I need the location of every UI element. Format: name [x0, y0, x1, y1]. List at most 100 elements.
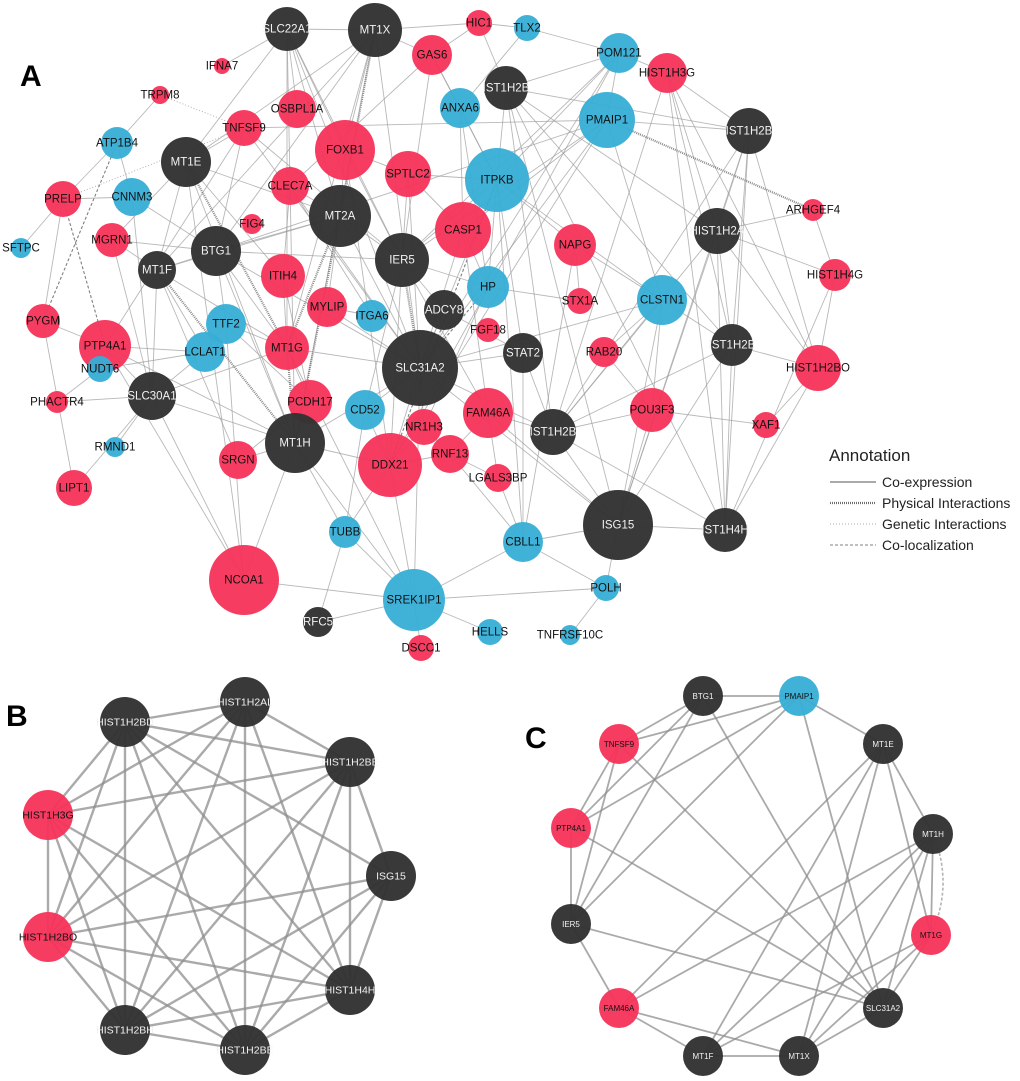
gene-node-hist1h2a[interactable] [694, 208, 740, 254]
gene-node-clstn1[interactable] [637, 275, 687, 325]
gene-node-polh[interactable] [593, 575, 619, 601]
gene-node-adcy8[interactable] [424, 290, 464, 330]
gene-node-gas6[interactable] [412, 35, 452, 75]
gene-node-rfc5[interactable] [303, 607, 333, 637]
gene-node-ncoa1[interactable] [209, 545, 279, 615]
gene-node-ist1h2b[interactable] [484, 66, 528, 110]
gene-node-trpm8[interactable] [151, 86, 169, 104]
gene-node-stat2[interactable] [503, 333, 543, 373]
gene-node-mt2a[interactable] [309, 185, 371, 247]
gene-node-pmaip1[interactable] [579, 92, 635, 148]
gene-node-isg15[interactable] [366, 851, 416, 901]
gene-node-osbpl1a[interactable] [278, 90, 316, 128]
gene-node-btg1[interactable] [683, 676, 723, 716]
gene-node-casp1[interactable] [435, 202, 491, 258]
gene-node-xaf1[interactable] [753, 412, 779, 438]
gene-node-mt1e[interactable] [161, 137, 211, 187]
gene-node-pou3f3[interactable] [630, 388, 674, 432]
gene-node-anxa6[interactable] [440, 88, 480, 128]
gene-node-mt1f[interactable] [683, 1036, 723, 1076]
gene-node-pom121[interactable] [599, 33, 639, 73]
gene-node-mt1e[interactable] [863, 724, 903, 764]
gene-node-mt1h[interactable] [265, 413, 325, 473]
gene-node-hist1h2bd[interactable] [100, 697, 150, 747]
gene-node-cbll1[interactable] [503, 522, 543, 562]
gene-node-mt1h[interactable] [913, 814, 953, 854]
gene-node-lgals3bp[interactable] [484, 464, 512, 492]
gene-node-slc31a2[interactable] [863, 988, 903, 1028]
gene-node-hist1h3g[interactable] [647, 53, 687, 93]
gene-node-tubb[interactable] [329, 516, 361, 548]
gene-node-hist1h2be[interactable] [325, 737, 375, 787]
gene-node-lipt1[interactable] [56, 470, 92, 506]
gene-node-pmaip1[interactable] [779, 676, 819, 716]
gene-node-hist1h2bo[interactable] [23, 912, 73, 962]
gene-node-dscc1[interactable] [408, 635, 434, 661]
gene-node-ist1h2b[interactable] [530, 409, 576, 455]
gene-node-hist1h4g[interactable] [819, 259, 851, 291]
gene-node-mylip[interactable] [307, 287, 347, 327]
gene-node-ifna7[interactable] [214, 58, 230, 74]
gene-node-btg1[interactable] [191, 226, 241, 276]
gene-node-phactr4[interactable] [46, 391, 68, 413]
gene-node-tnfrsf10c[interactable] [560, 625, 580, 645]
gene-node-fam46a[interactable] [599, 988, 639, 1028]
gene-node-rab20[interactable] [589, 337, 619, 367]
gene-node-rmnd1[interactable] [105, 437, 125, 457]
gene-node-cnnm3[interactable] [113, 178, 151, 216]
gene-node-mt1g[interactable] [265, 326, 309, 370]
gene-node-ttf2[interactable] [206, 304, 246, 344]
gene-node-slc31a2[interactable] [382, 330, 458, 406]
gene-node-hist1h3g[interactable] [23, 790, 73, 840]
gene-node-hic1[interactable] [466, 10, 492, 36]
gene-node-mgrn1[interactable] [95, 223, 129, 257]
gene-node-hist1h4h[interactable] [325, 965, 375, 1015]
gene-node-ddx21[interactable] [358, 433, 422, 497]
gene-node-mt1x[interactable] [779, 1036, 819, 1076]
gene-node-itih4[interactable] [261, 254, 305, 298]
gene-node-ptp4a1[interactable] [551, 808, 591, 848]
gene-node-clec7a[interactable] [271, 167, 309, 205]
gene-node-srek1ip1[interactable] [383, 569, 445, 631]
gene-node-ier5[interactable] [551, 904, 591, 944]
gene-node-srgn[interactable] [219, 441, 257, 479]
gene-node-mt1f[interactable] [138, 251, 176, 289]
gene-node-pcdh17[interactable] [288, 380, 332, 424]
gene-node-tlx2[interactable] [514, 15, 540, 41]
gene-node-tnfsf9[interactable] [226, 110, 262, 146]
gene-node-hist1h2bh[interactable] [100, 1005, 150, 1055]
gene-node-foxb1[interactable] [315, 120, 375, 180]
gene-node-slc30a1[interactable] [128, 372, 176, 420]
gene-node-slc22a1[interactable] [265, 7, 309, 51]
gene-node-cd52[interactable] [345, 390, 385, 430]
gene-node-hp[interactable] [467, 266, 509, 308]
gene-node-nr1h3[interactable] [406, 409, 442, 445]
gene-node-pygm[interactable] [26, 304, 60, 338]
gene-node-ier5[interactable] [375, 233, 429, 287]
gene-node-hist1h2al[interactable] [220, 677, 270, 727]
gene-node-tnfsf9[interactable] [599, 724, 639, 764]
gene-node-isg15[interactable] [583, 490, 653, 560]
gene-node-ist1h2b[interactable] [711, 324, 753, 366]
gene-node-napg[interactable] [554, 224, 596, 266]
gene-node-mt1x[interactable] [348, 3, 402, 57]
gene-node-fam46a[interactable] [463, 388, 513, 438]
gene-node-stx1a[interactable] [567, 288, 593, 314]
gene-node-hist1h2bo[interactable] [795, 345, 841, 391]
gene-node-prelp[interactable] [45, 181, 81, 217]
gene-node-sftpc[interactable] [11, 238, 31, 258]
gene-node-atp1b4[interactable] [101, 127, 133, 159]
gene-node-lclat1[interactable] [185, 332, 225, 372]
gene-node-hells[interactable] [477, 619, 503, 645]
gene-node-arhgef4[interactable] [802, 199, 824, 221]
gene-node-mt1g[interactable] [911, 915, 951, 955]
gene-node-itpkb[interactable] [465, 148, 529, 212]
gene-node-rnf13[interactable] [431, 435, 469, 473]
gene-node-fgf18[interactable] [476, 318, 500, 342]
gene-node-sptlc2[interactable] [385, 151, 431, 197]
gene-node-hist1h2be[interactable] [220, 1025, 270, 1075]
gene-node-ist1h4h[interactable] [703, 508, 747, 552]
gene-node-nudt6[interactable] [87, 356, 113, 382]
gene-node-itga6[interactable] [356, 300, 388, 332]
gene-node-fig4[interactable] [242, 214, 262, 234]
